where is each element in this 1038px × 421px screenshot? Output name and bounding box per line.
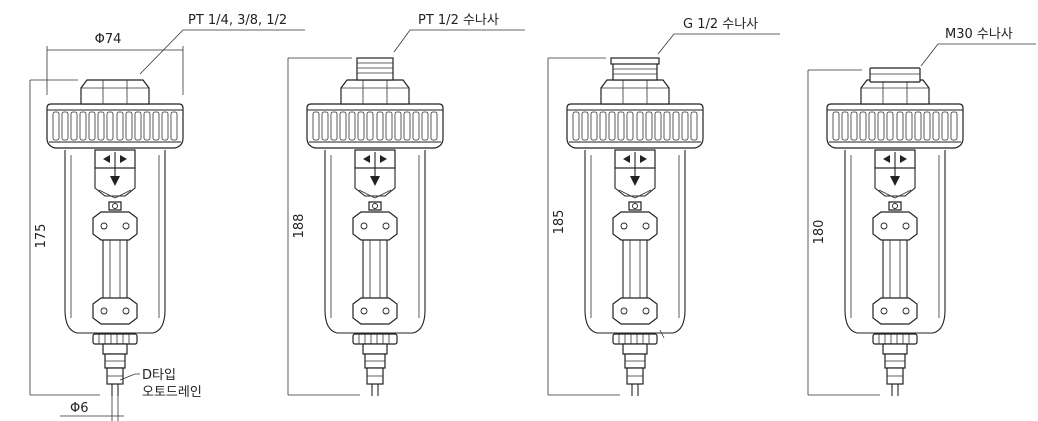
port-leader-2 — [393, 29, 525, 53]
height-label-3: 185 — [552, 210, 567, 235]
drain-label-line1: D타입 — [142, 368, 176, 383]
male-thread-fitting-2 — [356, 57, 394, 81]
filter-3: 185 G 1/2 수나사 — [547, 17, 780, 397]
port-label-4: M30 수나사 — [945, 27, 1013, 42]
filter-1: 175 Φ74 PT 1/4, 3/8, 1/2 Φ6 D타입 오토드레인 — [29, 13, 305, 421]
height-label-1: 175 — [34, 224, 49, 249]
port-label-2: PT 1/2 수나사 — [418, 13, 499, 28]
filter-2: 188 PT 1/2 수나사 — [287, 13, 525, 397]
port-label-3: G 1/2 수나사 — [683, 17, 758, 32]
port-leader-1 — [139, 29, 305, 75]
port-leader-4 — [920, 43, 1036, 67]
width-label: Φ74 — [95, 32, 122, 47]
height-label-4: 180 — [812, 220, 827, 245]
port-leader-3 — [657, 33, 780, 55]
drain-label-line2: 오토드레인 — [142, 385, 202, 400]
male-thread-fitting-4 — [869, 67, 921, 83]
drain-leader — [119, 373, 140, 381]
height-label-2: 188 — [292, 214, 307, 239]
filter-4: 180 M30 수나사 — [807, 27, 1036, 397]
drain-diameter-label: Φ6 — [70, 401, 89, 416]
port-label-1: PT 1/4, 3/8, 1/2 — [188, 13, 287, 28]
